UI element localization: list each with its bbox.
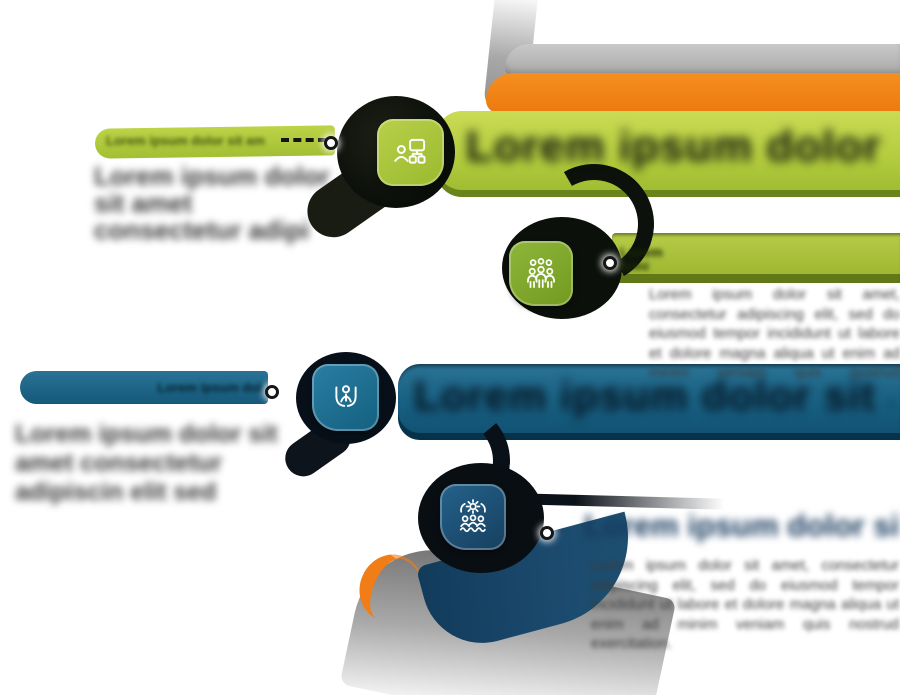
step1-ribbon-label: Lorem ipsum dolor sit am (106, 133, 265, 148)
step2-green-band (612, 233, 900, 283)
step1-green-banner-band (436, 111, 900, 197)
step1-heading: Lorem ipsum dolor sit amet consectetur a… (94, 163, 330, 245)
step3-blue-banner-band (398, 364, 900, 440)
step2-icon-tile (509, 241, 573, 306)
step3-heading: Lorem ipsum dolor sit amet consectetur a… (15, 420, 278, 506)
step3-blue-ribbon (20, 371, 268, 404)
step3-ribbon-label: Lorem ipsum dol (157, 380, 262, 395)
step2-paragraph: Lorem ipsum dolor sit amet, consectetur … (649, 286, 900, 384)
step2-connector-dot (603, 256, 617, 270)
step1-icon-tile (377, 119, 444, 186)
person-flowchart-icon (393, 138, 426, 164)
step1-banner-title: Lorem ipsum dolor sit amet consectetur a… (466, 122, 892, 171)
step3-connector-dot (265, 385, 279, 399)
step3-banner-title: Lorem ipsum dolor sit amet consectetur a… (414, 372, 892, 419)
step1-connector-dot (324, 136, 338, 150)
step4-heading: Lorem ipsum dolor sit amet cons (584, 508, 900, 543)
step2-ribbon-label: Lorem ipsu (620, 246, 663, 272)
caring-hands-icon (334, 384, 357, 407)
step4-connector-dot (540, 526, 554, 540)
step1-dashed-connector (281, 138, 326, 142)
team-gear-icon (459, 499, 486, 533)
step4-paragraph: Lorem ipsum dolor sit amet, consectetur … (591, 557, 899, 651)
team-group-icon (527, 257, 555, 288)
step4-icon-tile (440, 484, 506, 550)
step3-icon-tile (312, 364, 379, 431)
orange-band (486, 73, 900, 113)
gray-band (505, 44, 900, 77)
